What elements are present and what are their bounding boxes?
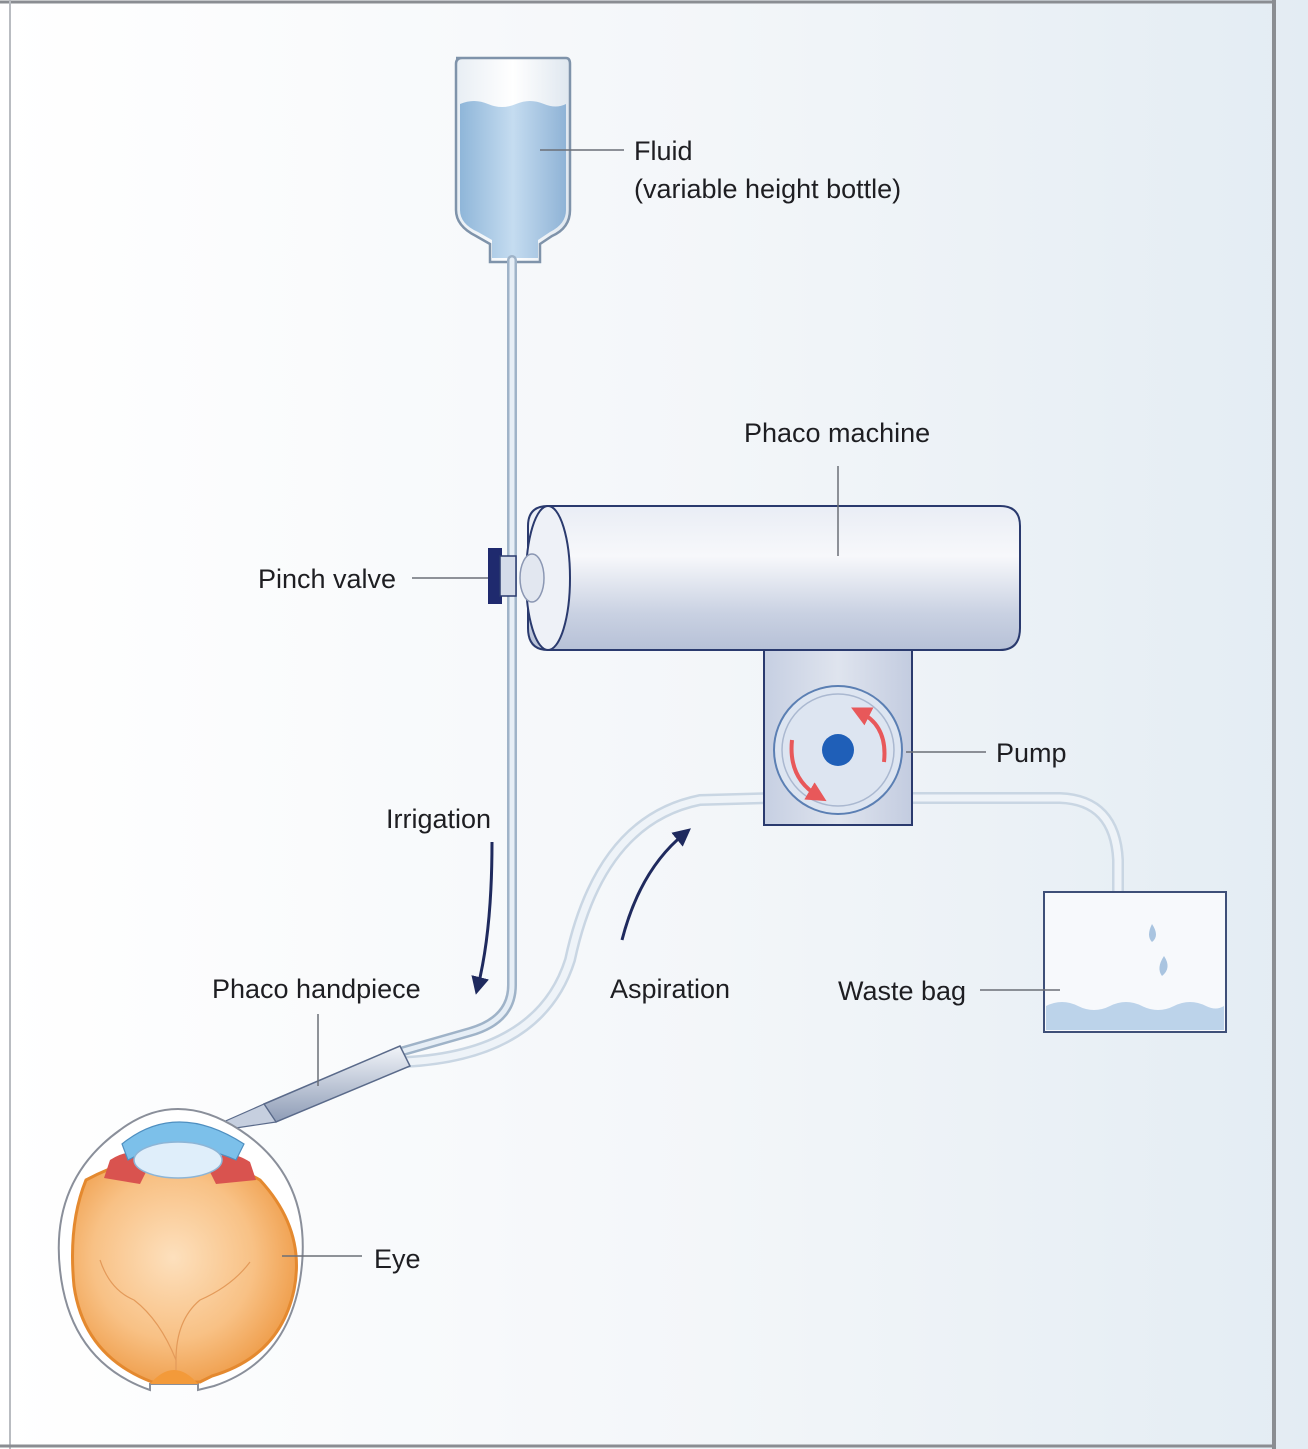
label-pinch-valve: Pinch valve — [258, 564, 396, 594]
machine-cylinder — [527, 505, 1021, 651]
label-aspiration: Aspiration — [610, 974, 730, 1004]
label-irrigation: Irrigation — [386, 804, 491, 834]
aspiration-arrow — [620, 828, 691, 941]
pump-rotation-arrow-bottom — [789, 739, 827, 802]
waste-bag — [1043, 891, 1227, 1033]
pump-hub — [822, 734, 854, 766]
label-phaco-handpiece: Phaco handpiece — [212, 974, 421, 1004]
eye — [57, 1108, 304, 1392]
label-phaco-machine: Phaco machine — [744, 418, 930, 448]
pump — [773, 685, 903, 815]
irrigation-arrow — [471, 841, 494, 995]
bottle-fluid — [460, 101, 566, 258]
label-pump: Pump — [996, 738, 1067, 768]
pump-rotation-arrow-top — [851, 707, 887, 763]
pinch-valve — [488, 548, 502, 604]
label-fluid: Fluid — [634, 136, 693, 166]
label-fluid-subtitle: (variable height bottle) — [634, 174, 901, 204]
fluid-bottle — [454, 56, 572, 264]
label-eye: Eye — [374, 1244, 421, 1274]
label-waste-bag: Waste bag — [838, 976, 966, 1006]
